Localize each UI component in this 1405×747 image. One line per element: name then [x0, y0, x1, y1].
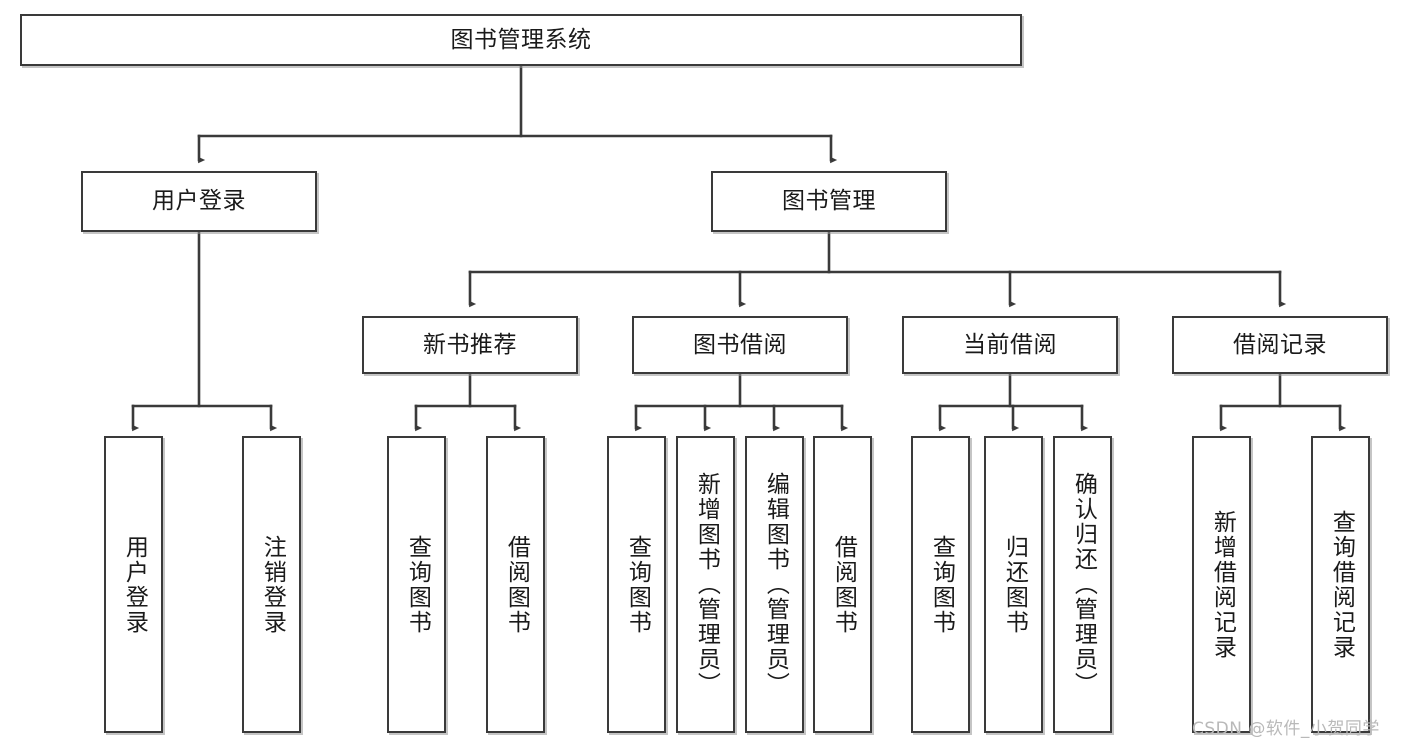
leaf-node-label: 查询图书: [624, 534, 651, 635]
node-book-borrow[interactable]: 图书借阅: [632, 316, 848, 374]
leaf-node-label: 新增借阅记录: [1209, 509, 1236, 660]
node-new-book-recommend-label: 新书推荐: [423, 331, 517, 358]
leaf-node-label: 查询图书: [928, 534, 955, 635]
node-current-borrow[interactable]: 当前借阅: [902, 316, 1118, 374]
leaf-node-label: 确认归还（管理员）: [1070, 472, 1097, 697]
node-borrow-record-label: 借阅记录: [1233, 331, 1327, 358]
leaf-node[interactable]: 借阅图书: [486, 436, 545, 733]
leaf-node-label: 借阅图书: [830, 534, 857, 635]
leaf-node-label: 查询借阅记录: [1328, 509, 1355, 660]
node-user-login-label: 用户登录: [152, 188, 246, 215]
node-book-borrow-label: 图书借阅: [693, 331, 787, 358]
leaf-node[interactable]: 查询图书: [387, 436, 446, 733]
node-current-borrow-label: 当前借阅: [963, 331, 1057, 358]
leaf-node[interactable]: 新增借阅记录: [1192, 436, 1251, 733]
leaf-node-label: 新增图书（管理员）: [693, 472, 720, 697]
leaf-node[interactable]: 注销登录: [242, 436, 301, 733]
leaf-node[interactable]: 查询借阅记录: [1311, 436, 1370, 733]
leaf-node[interactable]: 查询图书: [911, 436, 970, 733]
csdn-watermark: CSDN @软件_小贺同学: [1192, 719, 1380, 739]
node-user-login[interactable]: 用户登录: [81, 171, 317, 232]
leaf-node[interactable]: 新增图书（管理员）: [676, 436, 735, 733]
leaf-node-label: 用户登录: [121, 534, 148, 635]
node-book-management[interactable]: 图书管理: [711, 171, 947, 232]
node-borrow-record[interactable]: 借阅记录: [1172, 316, 1388, 374]
leaf-node-label: 查询图书: [404, 534, 431, 635]
leaf-node-label: 编辑图书（管理员）: [762, 472, 789, 697]
leaf-node[interactable]: 查询图书: [607, 436, 666, 733]
leaf-node-label: 借阅图书: [503, 534, 530, 635]
leaf-node[interactable]: 编辑图书（管理员）: [745, 436, 804, 733]
leaf-node-label: 注销登录: [259, 534, 286, 635]
node-new-book-recommend[interactable]: 新书推荐: [362, 316, 578, 374]
leaf-node-label: 归还图书: [1001, 534, 1028, 635]
leaf-node[interactable]: 确认归还（管理员）: [1053, 436, 1112, 733]
node-root-label: 图书管理系统: [450, 26, 592, 53]
leaf-node[interactable]: 用户登录: [104, 436, 163, 733]
node-book-management-label: 图书管理: [782, 188, 876, 215]
leaf-node[interactable]: 归还图书: [984, 436, 1043, 733]
node-root[interactable]: 图书管理系统: [20, 14, 1022, 66]
leaf-node[interactable]: 借阅图书: [813, 436, 872, 733]
